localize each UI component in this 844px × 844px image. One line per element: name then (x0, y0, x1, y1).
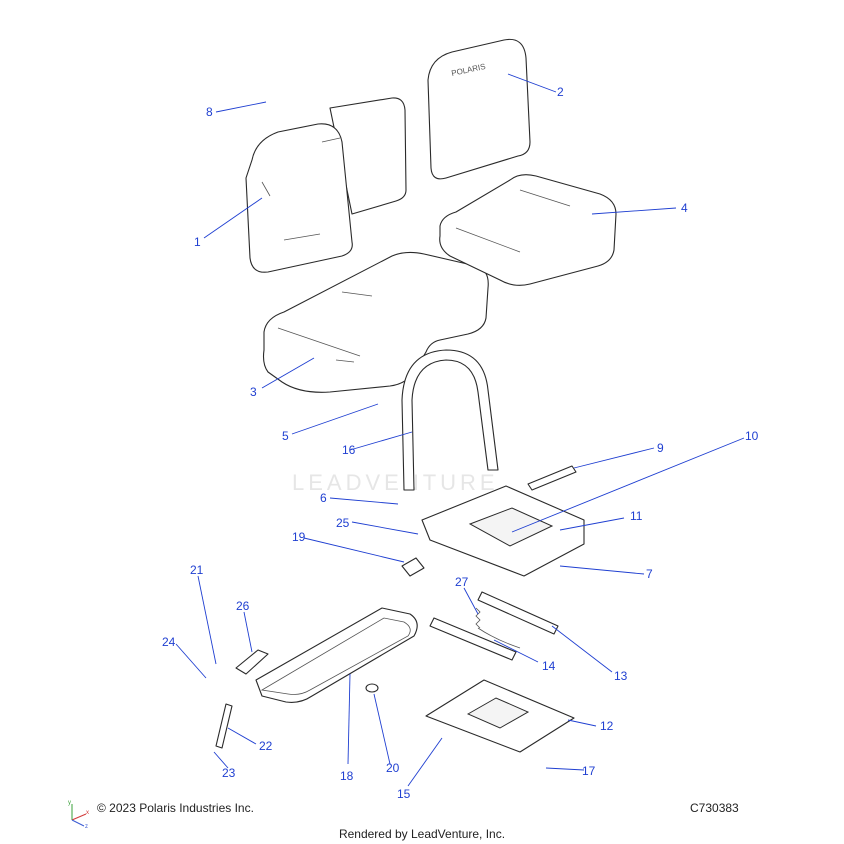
callout-16: 16 (342, 443, 356, 457)
part-backrest-split (245, 97, 407, 273)
axis-x-label: x (86, 810, 89, 816)
callout-1: 1 (194, 235, 201, 249)
leader-lines (175, 73, 745, 787)
callout-6: 6 (320, 491, 327, 505)
callout-25: 25 (336, 516, 350, 530)
callout-13: 13 (614, 669, 628, 683)
callout-21: 21 (190, 563, 204, 577)
callout-labels: 1 2 3 4 5 6 7 8 9 10 11 12 13 14 15 16 1… (162, 85, 759, 801)
part-mounting-plate (425, 679, 575, 753)
part-strap (527, 465, 577, 491)
part-slide-rails (429, 591, 559, 661)
callout-12: 12 (600, 719, 614, 733)
callout-10: 10 (745, 429, 759, 443)
watermark-text: LEADVENTURE (292, 470, 499, 495)
callout-8: 8 (206, 105, 213, 119)
part-seat-cushion (439, 174, 617, 286)
axis-y-label: y (68, 800, 71, 806)
figure-code: C730383 (690, 801, 739, 815)
axis-z-label: z (85, 824, 88, 830)
callout-2: 2 (557, 85, 564, 99)
callout-9: 9 (657, 441, 664, 455)
callout-14: 14 (542, 659, 556, 673)
callout-26: 26 (236, 599, 250, 613)
callout-20: 20 (386, 761, 400, 775)
rendered-by-text: Rendered by LeadVenture, Inc. (338, 827, 506, 841)
part-seat-frame-hoop (401, 349, 499, 491)
callout-3: 3 (250, 385, 257, 399)
part-bench-seat-cushion (262, 251, 489, 393)
part-tube-frame (235, 607, 418, 703)
part-bumper (365, 683, 379, 693)
callout-11: 11 (630, 509, 643, 523)
callout-24: 24 (162, 635, 176, 649)
callout-5: 5 (282, 429, 289, 443)
callout-23: 23 (222, 766, 236, 780)
part-strut (215, 703, 233, 749)
callout-19: 19 (292, 530, 306, 544)
callout-17: 17 (582, 764, 596, 778)
callout-27: 27 (455, 575, 469, 589)
callout-15: 15 (397, 787, 411, 801)
part-seat-base (421, 485, 585, 577)
callout-7: 7 (646, 567, 653, 581)
copyright-text: © 2023 Polaris Industries Inc. (97, 801, 254, 815)
part-spring (475, 607, 481, 629)
part-backrest: POLARIS (427, 38, 531, 180)
callout-18: 18 (340, 769, 354, 783)
part-hinge-bracket (401, 557, 425, 577)
axis-triad: y x z (68, 800, 89, 830)
callout-22: 22 (259, 739, 273, 753)
callout-4: 4 (681, 201, 688, 215)
